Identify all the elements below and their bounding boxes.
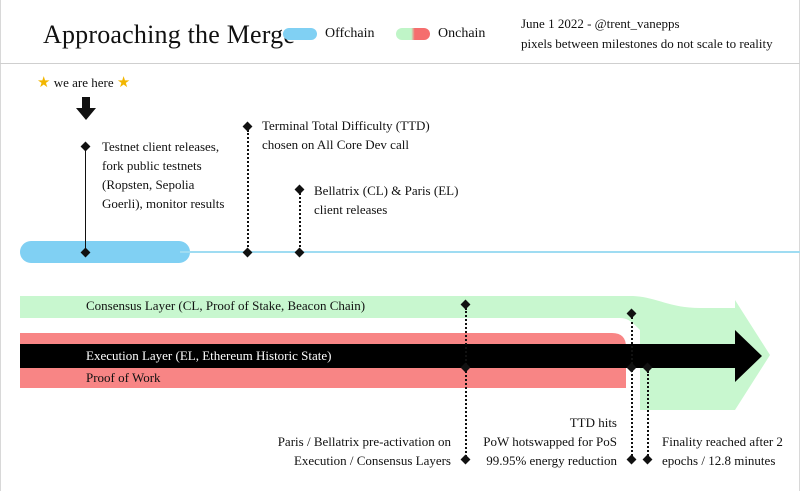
pow-label: Proof of Work — [86, 370, 161, 385]
consensus-layer-band — [20, 296, 770, 410]
legend-offchain-label: Offchain — [325, 26, 375, 41]
milestone-ttd-chosen-text: Terminal Total Difficulty (TTD) chosen o… — [262, 118, 430, 152]
star-icon: ★ — [37, 75, 51, 91]
header: Approaching the Merge Offchain Onchain J… — [0, 0, 800, 64]
milestone-client-releases-text: Bellatrix (CL) & Paris (EL) client relea… — [314, 183, 459, 217]
offchain-progress-bar — [20, 241, 190, 263]
milestone-line — [647, 371, 649, 460]
offchain-timeline-line — [180, 251, 800, 253]
date-author: June 1 2022 - @trent_vanepps — [521, 16, 680, 31]
we-are-here-marker: ★ we are here ★ — [37, 73, 130, 92]
milestone-line — [85, 147, 86, 253]
scale-note: pixels between milestones do not scale t… — [521, 36, 773, 51]
star-icon: ★ — [116, 75, 131, 91]
legend-offchain-swatch — [283, 28, 317, 40]
milestone-testnet-text: Testnet client releases, fork public tes… — [102, 139, 225, 211]
execution-layer-arrow — [20, 330, 762, 382]
we-are-here-label: we are here — [53, 75, 114, 90]
milestone-line — [247, 130, 249, 251]
legend-onchain-label: Onchain — [438, 26, 486, 41]
diagram-title: Approaching the Merge — [43, 20, 296, 49]
legend-onchain-swatch — [396, 28, 430, 40]
execution-layer-label: Execution Layer (EL, Ethereum Historic S… — [86, 348, 332, 363]
milestone-preactivation-text: Paris / Bellatrix pre-activation on Exec… — [277, 434, 451, 468]
milestone-line — [299, 193, 301, 251]
milestone-finality-text: Finality reached after 2 epochs / 12.8 m… — [662, 434, 783, 468]
milestone-line — [631, 317, 633, 460]
down-arrow-icon — [76, 97, 96, 120]
consensus-layer-label: Consensus Layer (CL, Proof of Stake, Bea… — [86, 298, 366, 313]
milestone-line — [465, 308, 467, 460]
milestone-ttd-hits-text: TTD hits PoW hotswapped for PoS 99.95% e… — [483, 415, 617, 468]
